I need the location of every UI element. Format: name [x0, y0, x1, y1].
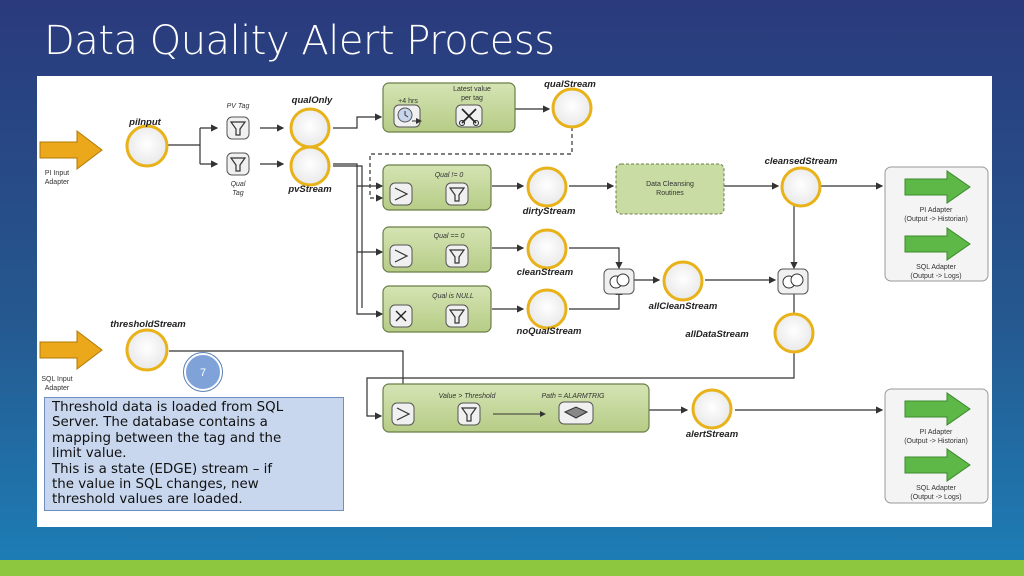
note-line: This is a state (EDGE) stream – if: [52, 461, 273, 477]
filter-label: PV Tag: [227, 103, 250, 110]
pi-adapter-arrow-icon: [904, 392, 971, 426]
stream-allDataStream[interactable]: allDataStream: [685, 312, 815, 354]
stream-label: cleanStream: [517, 267, 574, 278]
data-cleansing-routines-box[interactable]: Data Cleansing Routines: [615, 163, 725, 215]
funnel-icon: [457, 402, 481, 426]
latest-label: Latest value: [453, 86, 491, 93]
output-label: (Output -> Logs): [910, 494, 961, 501]
funnel-icon: [445, 304, 469, 328]
alarm-icon: [558, 401, 594, 425]
output-label: SQL Adapter: [916, 485, 956, 492]
stream-label: allDataStream: [685, 329, 749, 340]
filter-label: Qual == 0: [434, 233, 465, 240]
funnel-icon: [445, 244, 469, 268]
accent-bar: [0, 560, 1024, 576]
sql-input-label-2: Adapter: [45, 385, 70, 392]
arrow-icon: [391, 402, 415, 426]
scissors-icon: [455, 104, 483, 128]
filter-label: Qual is NULL: [432, 293, 474, 300]
filter-label: Value > Threshold: [439, 393, 497, 400]
process-diagram: PI Input Adapter SQL Input Adapter piInp…: [39, 79, 989, 504]
stream-piInput[interactable]: piInput: [125, 117, 169, 168]
output-label: (Output -> Historian): [904, 216, 968, 223]
arrow-icon: [389, 244, 413, 268]
qual-eq-zero-box[interactable]: Qual == 0: [382, 226, 492, 273]
latest-value-box[interactable]: +4 hrs Latest value per tag: [382, 82, 516, 133]
stream-label: thresholdStream: [110, 319, 186, 330]
qual-tag-filter[interactable]: Qual Tag: [226, 152, 250, 197]
stream-label: cleansedStream: [765, 156, 838, 167]
pi-adapter-arrow-icon: [904, 170, 971, 204]
note-line: Server. The database contains a: [52, 415, 268, 431]
filter-label: Qual: [231, 181, 246, 188]
note-line: limit value.: [52, 446, 127, 462]
stream-thresholdStream[interactable]: thresholdStream: [110, 319, 186, 372]
filter-label: Path = ALARMTRIG: [542, 393, 606, 400]
plus4-label: +4 hrs: [398, 98, 418, 105]
pv-tag-filter[interactable]: PV Tag: [226, 103, 250, 140]
stream-label: allCleanStream: [649, 301, 718, 312]
stream-label: alertStream: [686, 429, 739, 440]
threshold-note: Threshold data is loaded from SQL Server…: [44, 397, 344, 511]
output-adapters-top[interactable]: PI Adapter (Output -> Historian) SQL Ada…: [884, 166, 989, 282]
output-label: SQL Adapter: [916, 264, 956, 271]
sql-adapter-arrow-icon: [904, 227, 971, 261]
stream-qualStream[interactable]: qualStream: [544, 79, 596, 129]
output-label: PI Adapter: [920, 429, 953, 436]
output-adapters-bottom[interactable]: PI Adapter (Output -> Historian) SQL Ada…: [884, 388, 989, 504]
join-node-all[interactable]: [777, 268, 809, 295]
sql-adapter-arrow-icon: [904, 448, 971, 482]
clock-icon: [393, 104, 422, 128]
arrow-icon: [389, 182, 413, 206]
qual-not-zero-box[interactable]: Qual != 0: [382, 164, 492, 211]
note-line: Threshold data is loaded from SQL: [52, 400, 284, 415]
latest-label: per tag: [461, 95, 483, 102]
threshold-box[interactable]: Value > Threshold Path = ALARMTRIG: [382, 383, 650, 433]
output-label: (Output -> Logs): [910, 273, 961, 280]
stream-label: qualStream: [544, 79, 596, 90]
stream-label: dirtyStream: [523, 206, 576, 217]
routines-label: Routines: [656, 190, 684, 197]
sql-input-label-1: SQL Input: [41, 376, 72, 383]
stream-label: pvStream: [287, 184, 332, 195]
sql-input-arrow: SQL Input Adapter: [39, 329, 103, 392]
output-label: (Output -> Historian): [904, 438, 968, 445]
stream-pvStream[interactable]: pvStream: [287, 145, 332, 195]
filter-label: Qual != 0: [435, 172, 464, 179]
stream-label: qualOnly: [292, 95, 333, 106]
join-node-clean[interactable]: [603, 268, 635, 295]
connectors: [167, 105, 884, 420]
pi-input-label-1: PI Input: [45, 170, 69, 177]
output-label: PI Adapter: [920, 207, 953, 214]
stream-noQualStream[interactable]: noQualStream: [517, 288, 582, 337]
funnel-icon: [445, 182, 469, 206]
stream-allCleanStream[interactable]: allCleanStream: [649, 260, 718, 312]
stream-cleanStream[interactable]: cleanStream: [517, 228, 574, 278]
pi-input-arrow: PI Input Adapter: [39, 129, 103, 186]
note-line: threshold values are loaded.: [52, 492, 243, 508]
stream-alertStream[interactable]: alertStream: [686, 388, 739, 440]
stream-label: piInput: [128, 117, 161, 128]
routines-label: Data Cleansing: [646, 181, 694, 188]
stream-dirtyStream[interactable]: dirtyStream: [523, 166, 576, 217]
note-line: mapping between the tag and the: [52, 430, 282, 446]
filter-label: Tag: [232, 190, 244, 197]
slide-title: Data Quality Alert Process: [44, 18, 555, 64]
stream-cleansedStream[interactable]: cleansedStream: [765, 156, 838, 208]
stream-qualOnly[interactable]: qualOnly: [289, 95, 333, 149]
step-badge[interactable]: 7: [183, 352, 223, 392]
stream-label: noQualStream: [517, 326, 582, 337]
qual-null-box[interactable]: Qual is NULL: [382, 285, 492, 333]
note-line: the value in SQL changes, new: [52, 477, 259, 493]
pi-input-label-2: Adapter: [45, 179, 70, 186]
step-number: 7: [200, 367, 206, 379]
x-icon: [389, 304, 413, 328]
